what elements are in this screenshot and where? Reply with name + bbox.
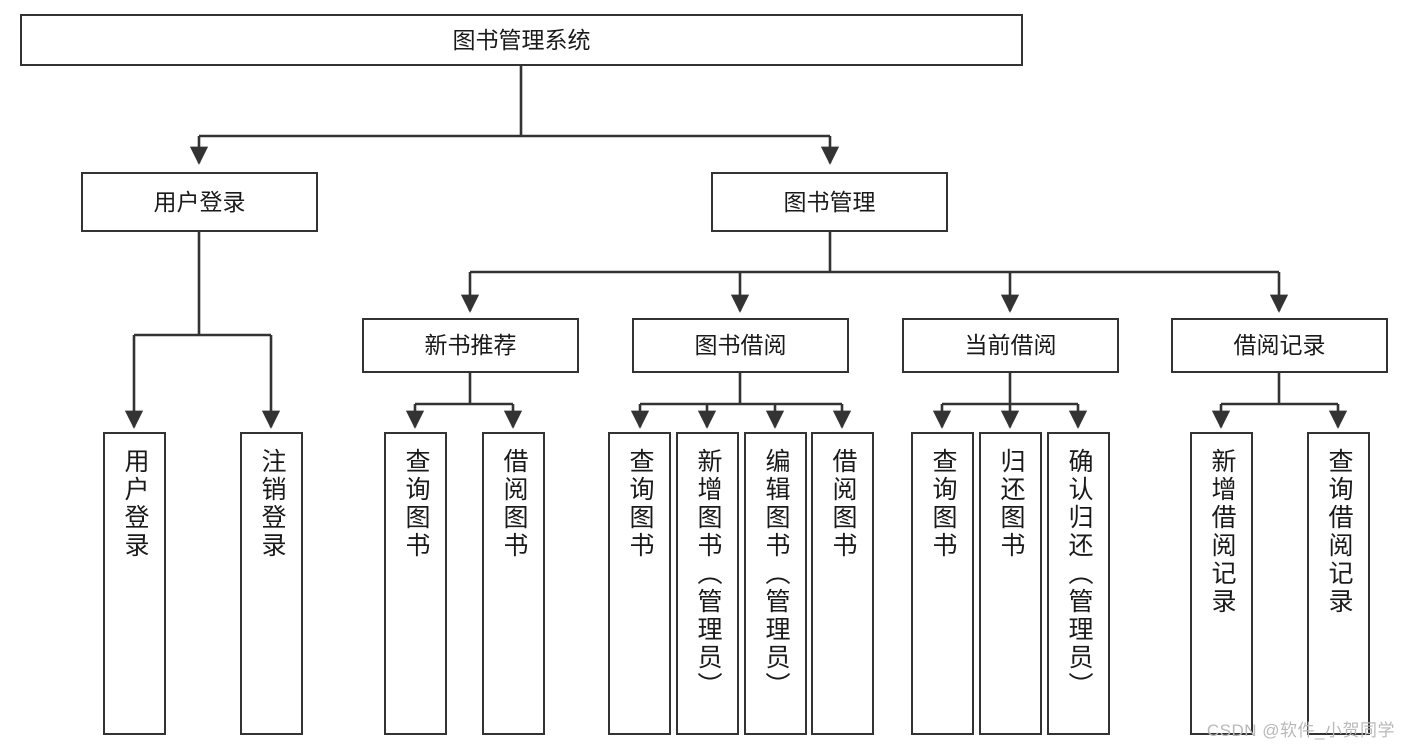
node-new-book-rec[interactable]: 新书推荐 <box>362 318 579 373</box>
node-leaf-borrow-book-2[interactable]: 借阅图书 <box>811 432 874 735</box>
node-book-borrow[interactable]: 图书借阅 <box>632 318 849 373</box>
node-leaf-add-book[interactable]: 新增图书（管理员） <box>676 432 739 735</box>
node-book-borrow-label: 图书借阅 <box>694 332 787 359</box>
node-leaf-add-record[interactable]: 新增借阅记录 <box>1190 432 1253 735</box>
node-leaf-borrow-book-2-label: 借阅图书 <box>829 448 857 560</box>
node-leaf-edit-book[interactable]: 编辑图书（管理员） <box>744 432 807 735</box>
node-leaf-confirm-return-label: 确认归还（管理员） <box>1065 448 1093 700</box>
node-leaf-query-book-2-label: 查询图书 <box>626 448 654 560</box>
node-leaf-query-book-1-label: 查询图书 <box>402 448 430 560</box>
csdn-watermark: CSDN @软件_小贺同学 <box>1206 721 1395 740</box>
node-leaf-borrow-book-1[interactable]: 借阅图书 <box>482 432 545 735</box>
node-leaf-confirm-return[interactable]: 确认归还（管理员） <box>1047 432 1110 735</box>
node-leaf-logout-label: 注销登录 <box>258 448 286 560</box>
node-leaf-logout[interactable]: 注销登录 <box>240 432 303 735</box>
node-current-borrow[interactable]: 当前借阅 <box>902 318 1119 373</box>
node-leaf-user-login[interactable]: 用户登录 <box>103 432 166 735</box>
node-root[interactable]: 图书管理系统 <box>20 14 1023 66</box>
node-leaf-query-book-2[interactable]: 查询图书 <box>608 432 671 735</box>
node-root-label: 图书管理系统 <box>452 26 591 53</box>
node-leaf-borrow-book-1-label: 借阅图书 <box>500 448 528 560</box>
node-new-book-rec-label: 新书推荐 <box>424 332 517 359</box>
node-leaf-return-book-label: 归还图书 <box>997 448 1025 560</box>
node-current-borrow-label: 当前借阅 <box>964 332 1057 359</box>
node-leaf-query-book-3-label: 查询图书 <box>929 448 957 560</box>
node-leaf-edit-book-label: 编辑图书（管理员） <box>762 448 790 700</box>
node-user-login[interactable]: 用户登录 <box>81 172 318 232</box>
node-leaf-query-record-label: 查询借阅记录 <box>1325 448 1353 616</box>
node-leaf-query-book-3[interactable]: 查询图书 <box>911 432 974 735</box>
node-leaf-query-book-1[interactable]: 查询图书 <box>384 432 447 735</box>
node-leaf-user-login-label: 用户登录 <box>121 448 149 560</box>
node-book-manage-label: 图书管理 <box>783 188 876 215</box>
node-borrow-record-label: 借阅记录 <box>1233 332 1326 359</box>
node-book-manage[interactable]: 图书管理 <box>711 172 948 232</box>
node-leaf-add-book-label: 新增图书（管理员） <box>694 448 722 700</box>
node-leaf-query-record[interactable]: 查询借阅记录 <box>1307 432 1370 735</box>
node-leaf-add-record-label: 新增借阅记录 <box>1208 448 1236 616</box>
node-borrow-record[interactable]: 借阅记录 <box>1171 318 1388 373</box>
node-leaf-return-book[interactable]: 归还图书 <box>979 432 1042 735</box>
node-user-login-label: 用户登录 <box>153 188 246 215</box>
